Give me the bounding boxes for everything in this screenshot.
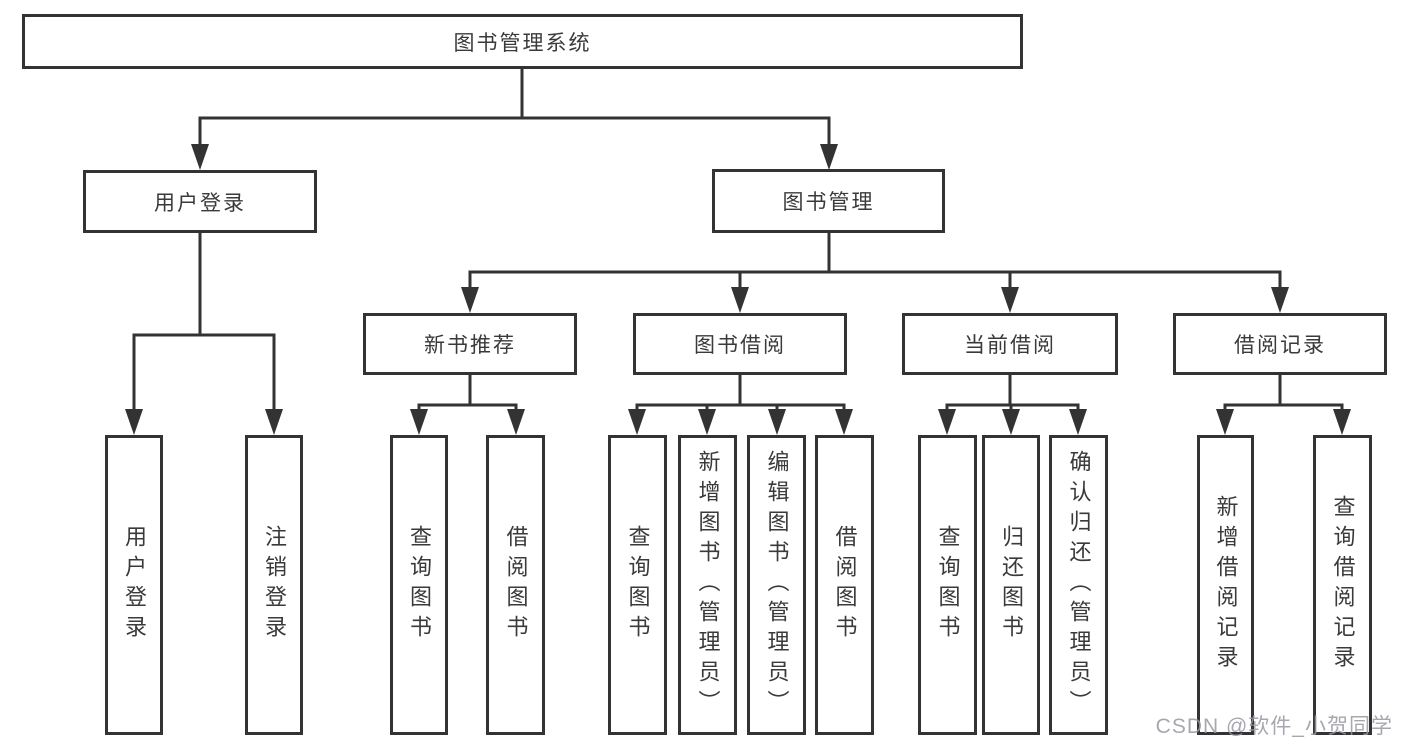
node-root-system: 图书管理系统: [22, 14, 1023, 69]
leaf-logout: 注销登录: [245, 435, 303, 735]
leaf-borrow-books-2: 借阅图书: [815, 435, 874, 735]
leaf-query-borrow-record-label: 查询借阅记录: [1330, 495, 1356, 675]
leaf-add-borrow-record-label: 新增借阅记录: [1213, 495, 1239, 675]
leaf-query-borrow-record: 查询借阅记录: [1313, 435, 1372, 735]
leaf-confirm-return-admin: 确认归还（管理员）: [1049, 435, 1108, 735]
leaf-borrow-books-2-label: 借阅图书: [832, 525, 858, 645]
leaf-edit-books-admin-label: 编辑图书（管理员）: [764, 450, 790, 720]
leaf-add-books-admin-label: 新增图书（管理员）: [695, 450, 721, 720]
leaf-borrow-books-1: 借阅图书: [486, 435, 545, 735]
node-borrow-records: 借阅记录: [1173, 313, 1387, 375]
node-book-borrow: 图书借阅: [633, 313, 847, 375]
node-user-login-label: 用户登录: [154, 191, 246, 215]
arrowheads: [125, 144, 1351, 435]
leaf-logout-label: 注销登录: [262, 525, 287, 645]
node-book-borrow-label: 图书借阅: [694, 334, 786, 357]
node-new-book-recommend: 新书推荐: [363, 313, 577, 375]
csdn-watermark: CSDN @软件_小贺同学: [1155, 715, 1393, 738]
node-current-borrow: 当前借阅: [902, 313, 1118, 375]
leaf-return-books: 归还图书: [982, 435, 1040, 735]
leaf-return-books-label: 归还图书: [999, 525, 1024, 645]
node-current-borrow-label: 当前借阅: [964, 334, 1056, 357]
leaf-add-books-admin: 新增图书（管理员）: [678, 435, 737, 735]
leaf-user-login: 用户登录: [105, 435, 163, 735]
node-book-management-label: 图书管理: [782, 191, 875, 214]
leaf-confirm-return-admin-label: 确认归还（管理员）: [1066, 450, 1092, 720]
leaf-query-books-3: 查询图书: [918, 435, 977, 735]
leaf-query-books-3-label: 查询图书: [935, 525, 961, 645]
node-user-login: 用户登录: [83, 170, 317, 233]
leaf-query-books-2-label: 查询图书: [625, 525, 651, 645]
leaf-add-borrow-record: 新增借阅记录: [1197, 435, 1254, 735]
leaf-query-books-1-label: 查询图书: [407, 525, 432, 645]
node-root-label: 图书管理系统: [453, 31, 592, 55]
node-new-book-recommend-label: 新书推荐: [424, 334, 516, 357]
leaf-query-books-2: 查询图书: [608, 435, 667, 735]
leaf-query-books-1: 查询图书: [390, 435, 448, 735]
node-book-management: 图书管理: [712, 169, 945, 233]
leaf-borrow-books-1-label: 借阅图书: [503, 525, 529, 645]
node-borrow-records-label: 借阅记录: [1234, 334, 1326, 357]
leaf-edit-books-admin: 编辑图书（管理员）: [747, 435, 806, 735]
leaf-user-login-label: 用户登录: [122, 525, 147, 645]
